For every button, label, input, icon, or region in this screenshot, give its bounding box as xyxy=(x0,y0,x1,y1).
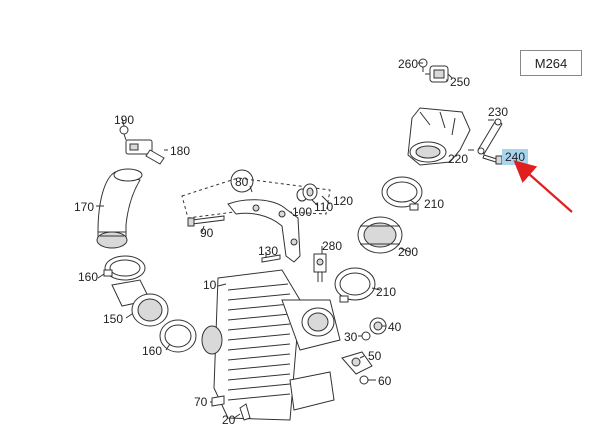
label-part-50: 50 xyxy=(368,349,382,363)
label-part-190: 190 xyxy=(114,113,134,127)
label-part-170: 170 xyxy=(74,200,94,214)
label-part-160-upper: 160 xyxy=(78,270,98,284)
screw-part-60[interactable] xyxy=(359,375,369,385)
highlight-arrow xyxy=(513,160,573,213)
label-part-280: 280 xyxy=(322,239,342,253)
label-part-120: 120 xyxy=(333,194,353,208)
label-part-150: 150 xyxy=(103,312,123,326)
label-circle-part-80 xyxy=(230,169,254,193)
label-part-210-lower: 210 xyxy=(376,285,396,299)
model-code-box: M264 xyxy=(520,50,582,76)
label-part-200: 200 xyxy=(398,245,418,259)
label-part-60: 60 xyxy=(378,374,392,388)
label-part-160-lower: 160 xyxy=(142,344,162,358)
label-part-250: 250 xyxy=(450,75,470,89)
grommet-part-110[interactable] xyxy=(302,183,318,201)
label-part-210-upper: 210 xyxy=(424,197,444,211)
bolt-part-90[interactable] xyxy=(187,215,225,227)
clamp-part-160-lower[interactable] xyxy=(159,319,197,353)
bracket-part-230[interactable] xyxy=(477,118,503,155)
label-part-220: 220 xyxy=(448,152,468,166)
valve-part-280[interactable] xyxy=(313,253,327,282)
sensor-part-180[interactable] xyxy=(125,139,165,165)
label-part-70: 70 xyxy=(194,395,208,409)
label-part-10: 10 xyxy=(203,278,217,292)
label-part-80: 80 xyxy=(235,175,249,189)
screw-part-190[interactable] xyxy=(119,125,129,141)
label-part-90: 90 xyxy=(200,226,214,240)
bracket-part-80[interactable] xyxy=(227,199,301,263)
label-part-20: 20 xyxy=(222,413,236,427)
clamp-part-70[interactable] xyxy=(211,395,225,407)
label-part-230: 230 xyxy=(488,105,508,119)
label-part-110: 110 xyxy=(314,200,333,214)
bolt-part-240[interactable] xyxy=(482,154,503,165)
clamp-part-160-upper[interactable] xyxy=(103,255,146,281)
bolt-part-130[interactable] xyxy=(261,254,281,263)
housing-part-220[interactable] xyxy=(407,107,471,166)
clamp-part-210-lower[interactable] xyxy=(334,267,376,303)
label-part-30: 30 xyxy=(344,330,358,344)
model-code-label: M264 xyxy=(534,55,568,71)
screw-part-260[interactable] xyxy=(418,58,428,72)
label-part-40: 40 xyxy=(388,320,402,334)
clip-part-30[interactable] xyxy=(361,331,371,341)
valve-part-50[interactable] xyxy=(341,351,373,375)
label-part-130: 130 xyxy=(258,244,278,258)
label-part-260: 260 xyxy=(398,57,418,71)
label-part-240[interactable]: 240 xyxy=(505,150,525,164)
clamp-part-210-upper[interactable] xyxy=(381,176,423,211)
hose-part-170[interactable] xyxy=(96,168,143,249)
adapter-part-150[interactable] xyxy=(111,279,169,327)
screw-part-20[interactable] xyxy=(239,403,251,421)
sensor-part-250[interactable] xyxy=(425,65,453,83)
intercooler-part-10[interactable] xyxy=(201,269,341,421)
hose-part-200[interactable] xyxy=(357,216,403,254)
label-part-100: 100 xyxy=(292,205,312,219)
label-part-180: 180 xyxy=(170,144,190,158)
